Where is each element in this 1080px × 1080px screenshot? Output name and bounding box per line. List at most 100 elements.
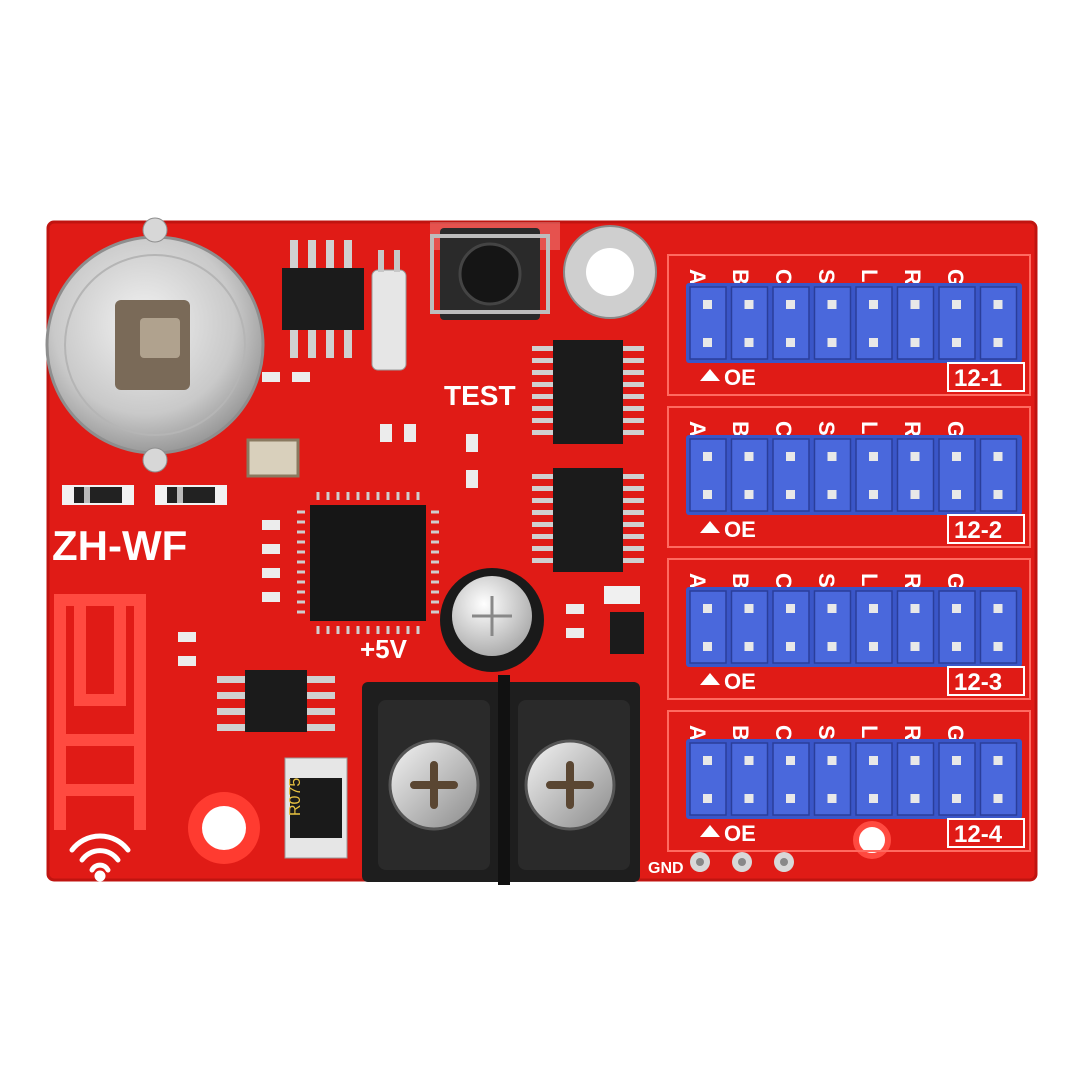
header-pin (910, 300, 920, 309)
header-pin (952, 490, 961, 499)
pin-label: R (900, 573, 925, 589)
header-pin (744, 642, 754, 651)
gnd-label: GND (648, 860, 684, 877)
header-pin (827, 338, 837, 347)
header-pin (786, 452, 795, 461)
header-pin (952, 794, 961, 803)
header-pin (910, 604, 920, 613)
pin-label: G (943, 421, 968, 438)
pin-label: C (771, 269, 796, 285)
pin-label: L (857, 573, 882, 586)
header-pin (869, 452, 878, 461)
port-label: 12-2 (954, 517, 1002, 544)
header-pin (827, 794, 837, 803)
power-terminal-block (362, 675, 640, 885)
header-pin (786, 756, 795, 765)
header-pin (952, 300, 961, 309)
pin-label: S (814, 573, 839, 588)
header-pin (744, 794, 754, 803)
pin1-marker-icon (700, 825, 720, 837)
header-pin (703, 490, 712, 499)
header-pin (827, 642, 837, 651)
shunt-resistor (284, 757, 348, 859)
header-pin (786, 338, 795, 347)
pin-label: S (814, 725, 839, 740)
pin-label: L (857, 725, 882, 738)
pin1-marker-icon (700, 673, 720, 685)
header-pin (993, 604, 1003, 613)
pin1-marker-icon (700, 521, 720, 533)
pin-label: L (857, 421, 882, 434)
port-label: 12-1 (954, 365, 1002, 392)
header-pin (744, 452, 754, 461)
header-pin (827, 300, 837, 309)
header-pin (744, 756, 754, 765)
header-pin (703, 300, 712, 309)
oe-label: OE (724, 669, 756, 694)
header-pin (703, 604, 712, 613)
port-label: 12-4 (954, 821, 1003, 848)
header-pin (869, 756, 878, 765)
diode-1 (62, 485, 134, 505)
pin-label: L (857, 269, 882, 282)
coin-battery-holder (45, 217, 265, 473)
pin-header[interactable] (686, 283, 1022, 363)
diode-2 (155, 485, 227, 505)
pin-label: C (771, 573, 796, 589)
header-pin (993, 300, 1003, 309)
pin-label: G (943, 269, 968, 286)
header-pin (703, 756, 712, 765)
header-pin (993, 642, 1003, 651)
header-pin (786, 490, 795, 499)
header-pin (869, 794, 878, 803)
pin-label: B (728, 269, 753, 285)
eeprom-chip (282, 240, 364, 358)
pin-label: S (814, 269, 839, 284)
pin1-marker-icon (700, 369, 720, 381)
pin-label: A (685, 573, 710, 589)
header-pin (993, 756, 1003, 765)
header-pin (744, 338, 754, 347)
header-pin (827, 452, 837, 461)
header-pin (952, 642, 961, 651)
mounting-hole-right (853, 821, 891, 859)
crystal (371, 250, 407, 371)
port-label: 12-3 (954, 669, 1002, 696)
header-pin (869, 338, 878, 347)
header-pin (869, 300, 878, 309)
pin-label: C (771, 725, 796, 741)
header-pin (910, 490, 920, 499)
header-pin (910, 756, 920, 765)
header-pin (827, 490, 837, 499)
header-pin (786, 794, 795, 803)
pin-label: A (685, 725, 710, 741)
header-pin (786, 300, 795, 309)
pin-header[interactable] (686, 739, 1022, 819)
model-label: ZH-WF (52, 522, 187, 569)
header-pin (703, 452, 712, 461)
buffer-chip-1 (532, 340, 644, 444)
pin-header[interactable] (686, 587, 1022, 667)
header-pin (910, 794, 920, 803)
pin-label: R (900, 421, 925, 437)
header-pin (993, 338, 1003, 347)
header-pin (703, 338, 712, 347)
header-pin (744, 300, 754, 309)
header-pin (744, 604, 754, 613)
header-pin (993, 794, 1003, 803)
header-pin (869, 490, 878, 499)
header-pin (993, 490, 1003, 499)
header-pin (827, 756, 837, 765)
header-pin (952, 604, 961, 613)
header-pin (952, 756, 961, 765)
smd-components (178, 372, 584, 666)
pin-label: R (900, 269, 925, 285)
regulator-chip (217, 670, 335, 732)
test-button[interactable] (430, 228, 550, 320)
pin-header[interactable] (686, 435, 1022, 515)
